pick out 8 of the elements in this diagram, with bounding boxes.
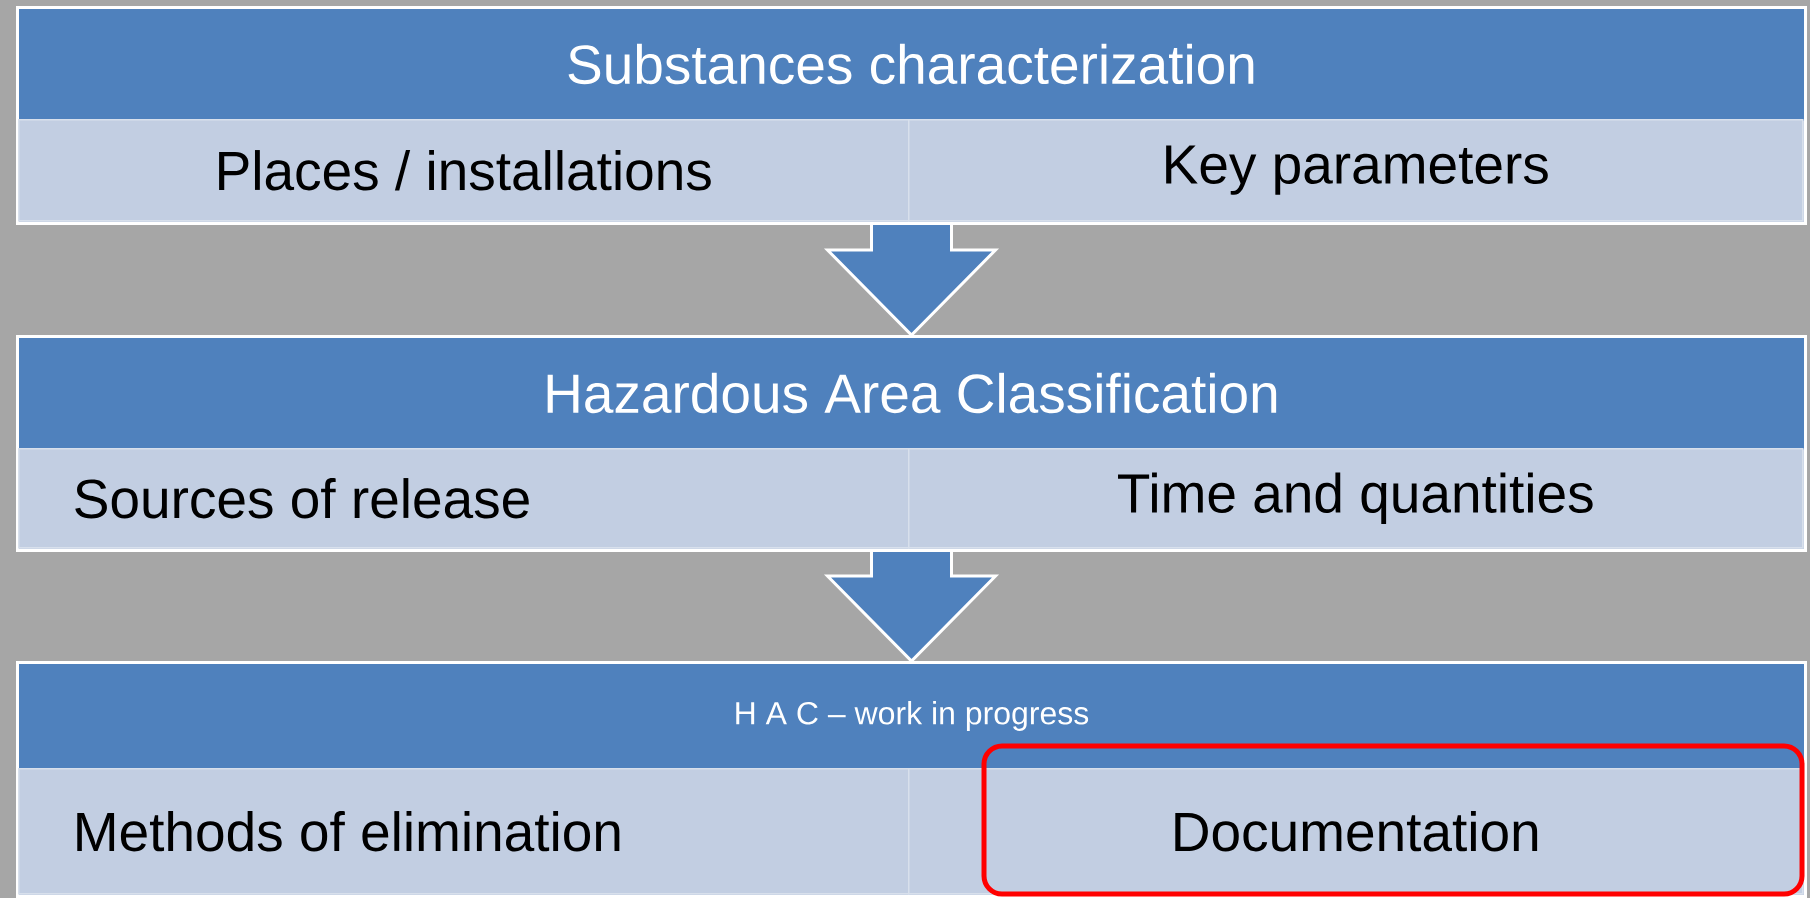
table-cell: Documentation bbox=[908, 768, 1804, 895]
table-cell: Methods of elimination bbox=[18, 768, 910, 895]
table-cell: Key parameters bbox=[908, 119, 1804, 222]
table-cell: Time and quantities bbox=[908, 448, 1804, 549]
table-cell: Places / installations bbox=[18, 119, 910, 222]
block-arrow bbox=[823, 223, 1000, 338]
block-arrow bbox=[823, 550, 1000, 664]
table-cell: Sources of release bbox=[18, 448, 910, 549]
